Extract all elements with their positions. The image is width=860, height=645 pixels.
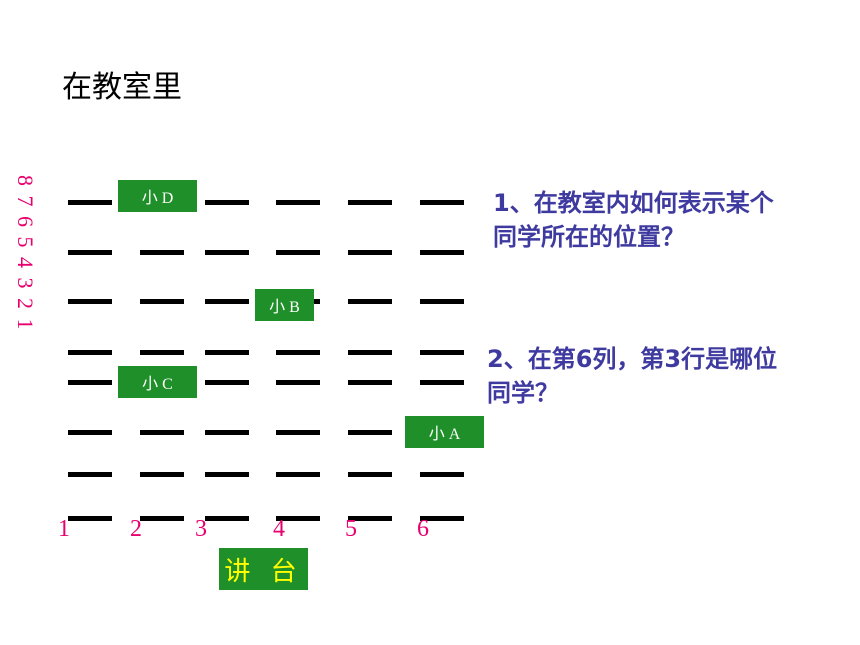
desk-dash	[348, 200, 392, 205]
column-number-1: 1	[58, 516, 70, 542]
desk-dash	[205, 380, 249, 385]
desk-dash	[348, 250, 392, 255]
desk-dash	[276, 200, 320, 205]
column-number-6: 6	[417, 516, 429, 542]
column-number-2: 2	[130, 516, 142, 542]
question-1-line-1: 1、在教室内如何表示某个	[493, 189, 774, 217]
desk-dash	[420, 516, 464, 521]
desk-dash	[205, 250, 249, 255]
desk-dash	[276, 380, 320, 385]
desk-dash	[140, 250, 184, 255]
desk-dash	[205, 350, 249, 355]
podium: 讲 台	[219, 548, 308, 590]
desk-dash	[420, 299, 464, 304]
desk-dash	[348, 472, 392, 477]
student-a-label: 小 A	[405, 416, 484, 448]
column-number-5: 5	[345, 516, 357, 542]
column-number-4: 4	[273, 516, 285, 542]
desk-dash	[68, 472, 112, 477]
desk-dash	[420, 250, 464, 255]
desk-dash	[348, 350, 392, 355]
student-d-label: 小 D	[118, 180, 197, 212]
desk-dash	[348, 430, 392, 435]
desk-dash	[68, 250, 112, 255]
slide-title: 在教室里	[62, 70, 182, 105]
desk-dash	[205, 516, 249, 521]
desk-dash	[276, 472, 320, 477]
desk-dash	[348, 380, 392, 385]
desk-dash	[348, 516, 392, 521]
desk-dash	[68, 350, 112, 355]
student-b-label: 小 B	[255, 289, 314, 321]
desk-dash	[68, 380, 112, 385]
desk-dash	[420, 472, 464, 477]
row-numbers: 8 7 6 5 4 3 2 1	[13, 175, 38, 332]
desk-dash	[420, 200, 464, 205]
desk-dash	[140, 299, 184, 304]
desk-dash	[205, 200, 249, 205]
desk-dash	[205, 299, 249, 304]
desk-dash	[276, 250, 320, 255]
desk-dash	[140, 472, 184, 477]
desk-dash	[68, 299, 112, 304]
desk-dash	[205, 472, 249, 477]
desk-dash	[68, 516, 112, 521]
desk-dash	[140, 430, 184, 435]
question-2-line-1: 2、在第6列，第3行是哪位	[487, 345, 778, 373]
desk-dash	[420, 380, 464, 385]
desk-dash	[68, 200, 112, 205]
question-2-line-2: 同学？	[487, 379, 559, 407]
question-1-line-2: 同学所在的位置？	[493, 223, 685, 251]
desk-dash	[276, 350, 320, 355]
desk-dash	[68, 430, 112, 435]
desk-dash	[276, 430, 320, 435]
desk-dash	[205, 430, 249, 435]
desk-dash	[348, 299, 392, 304]
desk-dash	[420, 350, 464, 355]
student-c-label: 小 C	[118, 366, 197, 398]
desk-dash	[140, 516, 184, 521]
desk-dash	[140, 350, 184, 355]
desk-dash	[276, 516, 320, 521]
column-number-3: 3	[195, 516, 207, 542]
